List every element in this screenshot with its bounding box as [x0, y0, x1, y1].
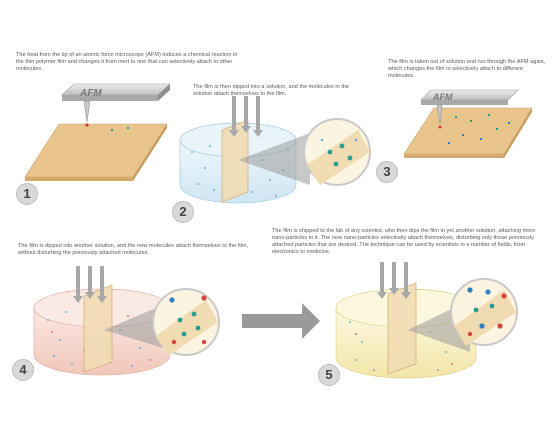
step-1-afm-probe-icon: AFM [61, 83, 171, 127]
step-3-afm-label: AFM [432, 92, 453, 102]
step-4-molecule-icons [169, 295, 207, 345]
step-2-dots [191, 145, 289, 197]
step-2-film [221, 119, 249, 203]
step-3-number: 3 [376, 161, 398, 183]
step-5-number: 5 [318, 364, 340, 386]
step-4-caption: The film is dipped into another solution… [18, 243, 249, 256]
step-5-magnifier-icon [408, 278, 518, 352]
step-3-film [403, 107, 533, 158]
step-5-molecule-icons [467, 287, 507, 337]
step-5-flow-arrow-icons [377, 262, 411, 299]
step-3-caption: The film is taken out of solution and ru… [388, 59, 546, 79]
step-5-beaker [335, 288, 477, 379]
step-3-afm-probe-icon: AFM [420, 89, 519, 129]
step-4-beaker [33, 288, 171, 376]
step-5-film [387, 282, 417, 375]
step-2-number: 2 [172, 201, 194, 223]
step-1-molecules [111, 127, 129, 131]
step-2-molecule-icons [320, 138, 358, 167]
step-1-number: 1 [16, 183, 38, 205]
step-4-number: 4 [12, 359, 34, 381]
step-5-dots-red [355, 333, 453, 365]
step-1-film [24, 123, 168, 181]
step-1-caption: The heat from the tip of an atomic force… [16, 52, 238, 72]
step-3-molecules [448, 114, 510, 144]
step-2-flow-arrow-icons [229, 96, 263, 137]
step-2-beaker [179, 122, 297, 204]
step-4-flow-arrow-icons [73, 266, 107, 303]
step-5-dots [349, 321, 459, 371]
step-4-film [83, 284, 113, 373]
step-5-caption: The film is shipped to the lab of any sc… [272, 228, 536, 255]
step-4-magnifier-icon [104, 288, 220, 356]
step-2-magnifier-icon [238, 118, 371, 186]
flow-arrow-icon [242, 303, 320, 339]
step-4-dots-red [51, 315, 151, 361]
step-2-caption: The film is then dipped into a solution,… [193, 84, 350, 97]
step-4-dots [47, 311, 157, 367]
step-1-afm-label: AFM [79, 88, 102, 99]
